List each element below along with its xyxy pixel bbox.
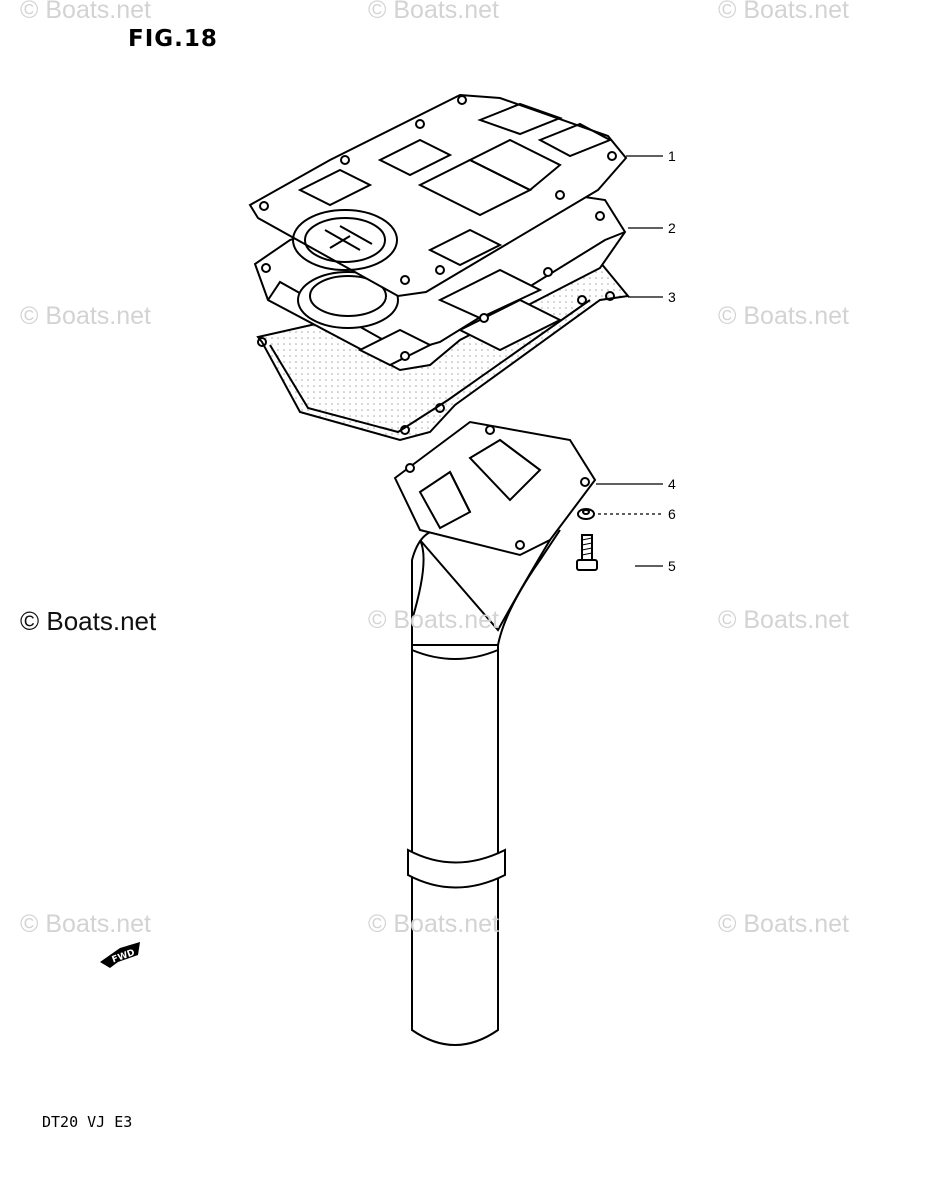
watermark: © Boats.net: [718, 910, 849, 938]
watermark: © Boats.net: [718, 302, 849, 330]
callout-5: 5: [668, 558, 676, 574]
part-5-bolt: [576, 534, 598, 571]
callout-1: 1: [668, 148, 676, 164]
watermark: © Boats.net: [20, 302, 151, 330]
callout-6: 6: [668, 506, 676, 522]
watermark: © Boats.net: [718, 0, 849, 24]
callout-2: 2: [668, 220, 676, 236]
watermark: © Boats.net: [20, 910, 151, 938]
part-6-washer: [577, 508, 595, 520]
part-4-exhaust-tube: [393, 420, 597, 1046]
watermark: © Boats.net: [20, 0, 151, 24]
model-code: DT20 VJ E3: [42, 1113, 133, 1131]
watermark: © Boats.net: [368, 606, 499, 634]
leader-lines: [596, 155, 663, 567]
callout-3: 3: [668, 289, 676, 305]
watermark: © Boats.net: [368, 0, 499, 24]
watermark: © Boats.net: [368, 910, 499, 938]
part-1-gasket: [248, 93, 628, 298]
fwd-arrow-icon: FWD: [100, 942, 140, 968]
callout-4: 4: [668, 476, 676, 492]
watermark-main: © Boats.net: [20, 606, 157, 636]
figure-title: FIG.18: [128, 26, 218, 52]
watermark: © Boats.net: [718, 606, 849, 634]
fwd-label: FWD: [111, 948, 137, 965]
